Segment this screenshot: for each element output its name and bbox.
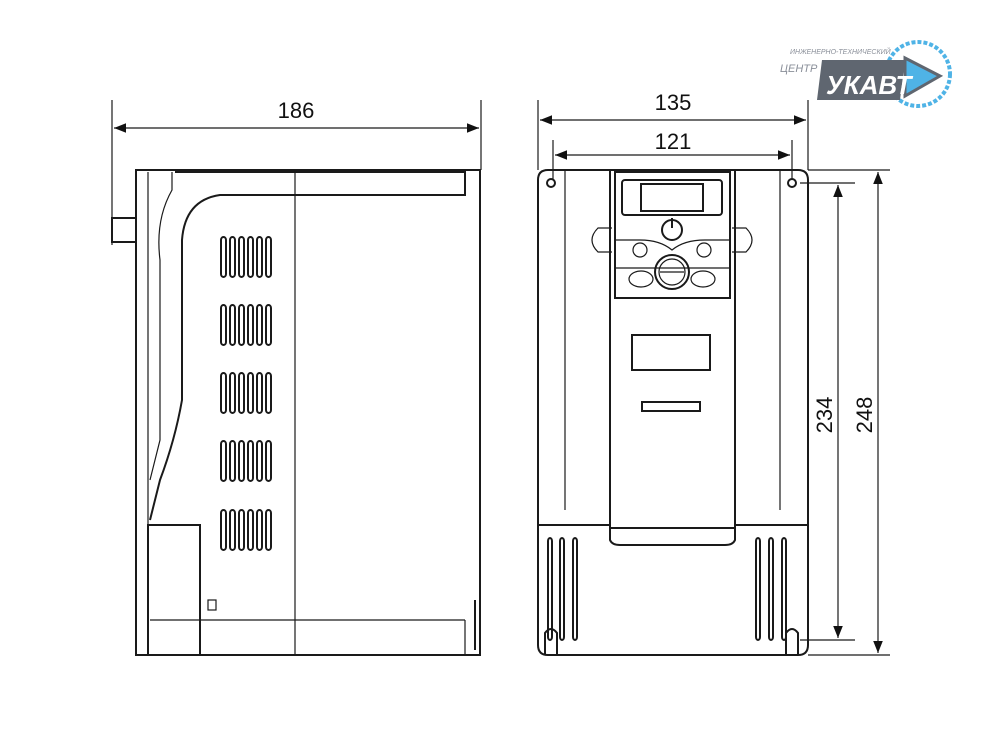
vent-slot: [229, 372, 236, 414]
vent-slot: [238, 372, 245, 414]
vent-slot: [559, 537, 565, 641]
vent-slot: [247, 509, 254, 551]
display-window: [640, 183, 704, 212]
vent-slot: [265, 440, 272, 482]
vent-slot: [256, 236, 263, 278]
keypad: [614, 171, 731, 299]
vent-slot: [220, 440, 227, 482]
vent-slot: [238, 304, 245, 346]
logo-ring: [884, 40, 952, 108]
vent-slot: [256, 372, 263, 414]
vent-slot: [755, 537, 761, 641]
label-window: [631, 334, 711, 371]
vent-slot: [247, 440, 254, 482]
front-panel: [609, 169, 736, 529]
dim-label-135: 135: [655, 90, 692, 115]
dim-label-248: 248: [852, 397, 877, 434]
dim-label-234: 234: [812, 397, 837, 434]
vent-slot: [265, 509, 272, 551]
vent-slot: [572, 537, 578, 641]
vent-slot: [768, 537, 774, 641]
vent-slot: [247, 236, 254, 278]
vent-slot: [220, 236, 227, 278]
jog-dial: [654, 254, 690, 290]
vent-slot: [229, 440, 236, 482]
dim-label-121: 121: [655, 129, 692, 154]
logo-banner: [817, 60, 905, 100]
vent-slot: [229, 509, 236, 551]
vent-slot: [547, 537, 553, 641]
front-view: 135 121 234 248: [537, 90, 890, 656]
side-vents: [220, 236, 272, 551]
vent-slot: [256, 440, 263, 482]
vent-slot: [229, 304, 236, 346]
vent-slot: [220, 509, 227, 551]
vent-slot: [238, 440, 245, 482]
vent-slot: [247, 304, 254, 346]
vent-slot: [238, 509, 245, 551]
side-view: 186: [111, 98, 482, 656]
logo-line1: ИНЖЕНЕРНО-ТЕХНИЧЕСКИЙ: [790, 47, 892, 56]
vent-slot: [247, 372, 254, 414]
logo-line2: ЦЕНТР: [780, 63, 818, 75]
vent-slot: [265, 372, 272, 414]
vent-slot: [220, 304, 227, 346]
front-vents: [547, 537, 787, 641]
vent-slot: [229, 236, 236, 278]
vent-slot: [238, 236, 245, 278]
logo-arrow-icon: [903, 55, 944, 99]
vent-slot: [265, 236, 272, 278]
vent-slot: [265, 304, 272, 346]
company-logo: ИНЖЕНЕРНО-ТЕХНИЧЕСКИЙ ЦЕНТР УКАВТ: [780, 40, 952, 108]
dim-label-186: 186: [278, 98, 315, 123]
side-knob: [111, 217, 137, 243]
vent-slot: [256, 304, 263, 346]
vent-slot: [256, 509, 263, 551]
vent-slot: [781, 537, 787, 641]
vent-slot: [220, 372, 227, 414]
logo-brand: УКАВТ: [826, 70, 914, 100]
